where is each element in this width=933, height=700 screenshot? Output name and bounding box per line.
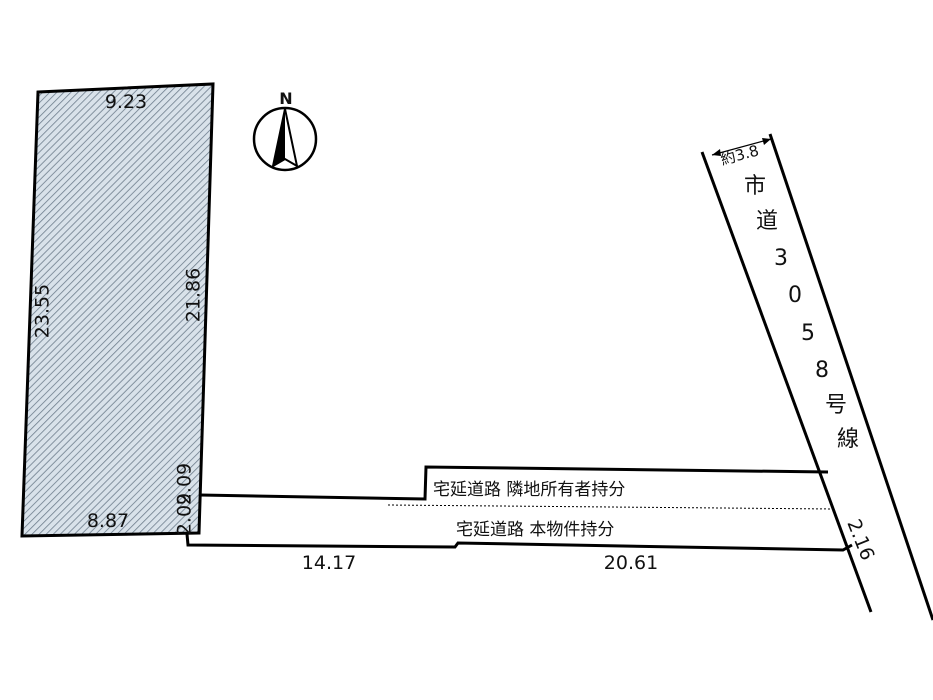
- city-road-right-edge: [768, 133, 933, 621]
- city-road-char: 号: [825, 393, 847, 418]
- city-road-width-label: 約3.8: [719, 141, 761, 168]
- road-end-dimension: 2.16: [842, 516, 878, 563]
- north-arrow-icon: [252, 106, 318, 172]
- city-road-char: 0: [788, 283, 802, 308]
- access-road-upper-edge: [199, 465, 829, 501]
- entry-lower-dimension: 2.09: [174, 493, 196, 535]
- road-width-arrow: [711, 138, 772, 156]
- city-road-char: 3: [774, 246, 788, 271]
- city-road-char: 5: [801, 321, 815, 346]
- city-road-name: 市 道 3 0 5 8 号 線: [744, 174, 859, 452]
- lot-bottom-dimension: 8.87: [87, 510, 129, 532]
- road-segment-1-dimension: 14.17: [302, 552, 356, 574]
- road-segment-2-dimension: 20.61: [604, 552, 658, 574]
- city-road-left-edge: [700, 151, 873, 613]
- compass-label: N: [279, 89, 292, 108]
- ownership-divider: [387, 504, 835, 510]
- property-share-label: 宅延道路 本物件持分: [456, 520, 614, 540]
- neighbor-share-label: 宅延道路 隣地所有者持分: [433, 480, 625, 500]
- lot-parcel: [20, 82, 215, 538]
- access-road-lower-edge: [185, 533, 853, 552]
- entry-upper-dimension: 2.09: [174, 463, 196, 505]
- city-road-char: 8: [815, 358, 829, 383]
- city-road-char: 市: [744, 174, 766, 199]
- lot-top-dimension: 9.23: [105, 91, 147, 113]
- lot-left-dimension: 23.55: [32, 284, 54, 338]
- city-road-char: 線: [837, 427, 859, 452]
- city-road-char: 道: [756, 209, 778, 234]
- lot-right-dimension: 21.86: [183, 268, 205, 322]
